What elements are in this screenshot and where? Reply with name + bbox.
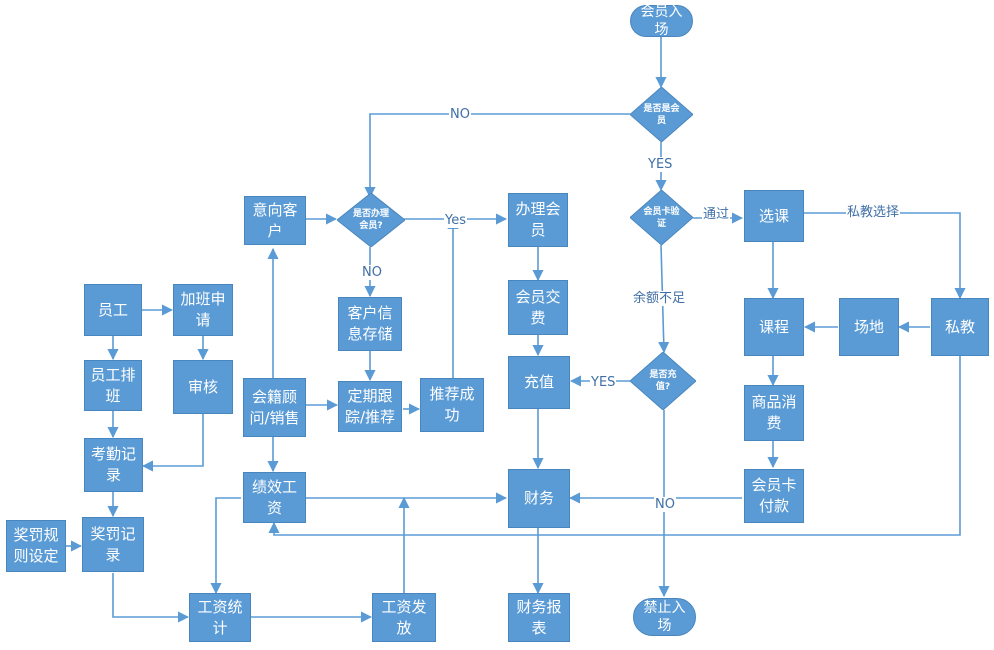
label-insufficient: 余额不足	[632, 291, 687, 306]
recommend-success-node[interactable]: 推荐成 功	[420, 378, 484, 432]
course-node[interactable]: 课程	[744, 298, 804, 356]
venue-node[interactable]: 场地	[839, 298, 899, 356]
staff-shift-node[interactable]: 员工排 班	[84, 360, 142, 411]
select-course-node[interactable]: 选课	[744, 190, 804, 242]
goods-consumption-node[interactable]: 商品消 费	[744, 385, 804, 441]
card-verify-decision[interactable]: 会员卡验 证	[630, 190, 693, 245]
followup-node[interactable]: 定期跟 踪/推荐	[338, 381, 402, 432]
label-yes-member: YES	[647, 157, 674, 172]
label-yes-join: Yes	[444, 213, 467, 228]
member-entry-terminal[interactable]: 会员入 场	[630, 4, 693, 38]
overtime-request-node[interactable]: 加班申 请	[173, 284, 233, 336]
salary-calc-node[interactable]: 工资统 计	[189, 593, 251, 642]
performance-salary-node[interactable]: 绩效工 资	[243, 472, 306, 523]
label-no-join: NO	[361, 265, 383, 280]
is-member-label: 是否是会 员	[643, 103, 680, 126]
staff-node[interactable]: 员工	[84, 284, 142, 336]
decision-shape-icon	[630, 87, 693, 142]
prospect-node[interactable]: 意向客 户	[244, 196, 306, 245]
decision-shape-icon	[630, 190, 693, 245]
decision-shape-icon	[630, 352, 696, 410]
card-payment-node[interactable]: 会员卡 付款	[744, 469, 804, 523]
label-no-member: NO	[449, 107, 471, 122]
join-member-node[interactable]: 办理会 员	[508, 193, 568, 247]
card-verify-label: 会员卡验 证	[643, 206, 680, 229]
rewards-rules-node[interactable]: 奖罚规 则设定	[6, 520, 66, 572]
recharge-node[interactable]: 充值	[508, 356, 570, 409]
edge-select-private	[804, 212, 966, 300]
customer-info-store-node[interactable]: 客户信 息存储	[338, 297, 402, 351]
finance-report-node[interactable]: 财务报 表	[508, 593, 570, 642]
attendance-record-node[interactable]: 考勤记 录	[84, 438, 143, 492]
join-member-decision[interactable]: 是否办理 会员?	[337, 193, 405, 247]
private-coach-node[interactable]: 私教	[931, 298, 989, 356]
join-decision-label: 是否办理 会员?	[352, 209, 389, 231]
member-payment-node[interactable]: 会员交 费	[508, 280, 568, 335]
edge-rewards-salarycalc	[112, 573, 190, 623]
label-yes-recharge: YES	[590, 375, 617, 390]
edge-review-attendance	[141, 414, 204, 472]
recharge-decision-label: 是否充 值?	[649, 370, 677, 392]
finance-node[interactable]: 财务	[508, 469, 570, 528]
advisor-sales-node[interactable]: 会籍顾 问/销售	[243, 378, 306, 437]
salary-payout-node[interactable]: 工资发 放	[372, 593, 436, 642]
decision-shape-icon	[337, 193, 405, 247]
label-private-select: 私教选择	[846, 205, 901, 220]
label-no-recharge: NO	[654, 497, 676, 512]
forbid-entry-terminal[interactable]: 禁止入 场	[633, 598, 696, 636]
rewards-record-node[interactable]: 奖罚记 录	[82, 517, 144, 572]
recharge-decision[interactable]: 是否充 值?	[630, 352, 696, 410]
label-pass: 通过	[702, 207, 731, 222]
is-member-decision[interactable]: 是否是会 员	[630, 87, 693, 142]
edge-performance-salarycalc	[210, 497, 241, 595]
review-node[interactable]: 审核	[173, 360, 233, 414]
edge-ismember-no	[364, 113, 630, 199]
